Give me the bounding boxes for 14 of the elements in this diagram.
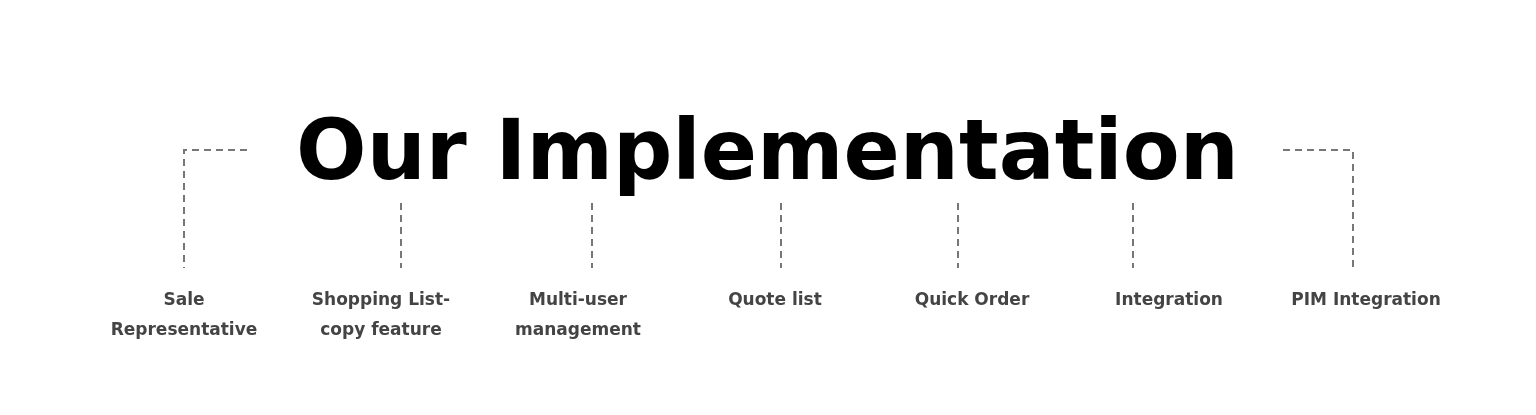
feature-label: Quick Order [913,288,1031,311]
leader-line [1132,202,1134,269]
leader-line [780,202,782,269]
leader-line [1282,149,1354,269]
feature-label: Quote list [727,288,823,311]
feature-label: PIM Integration [1290,288,1442,311]
leader-line [183,149,248,269]
feature-label: Integration [1114,288,1224,311]
leader-line [400,202,402,269]
feature-label: Multi-user management [514,288,642,341]
leader-line [591,202,593,269]
feature-label: Shopping List- copy feature [310,288,452,341]
feature-label: Sale Representative [109,288,259,341]
leader-line [957,202,959,269]
